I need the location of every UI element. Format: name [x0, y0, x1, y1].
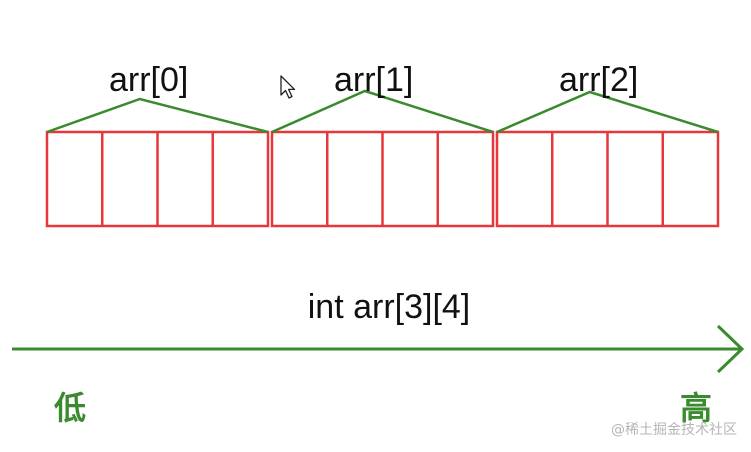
declaration-label: int arr[3][4] [308, 288, 471, 326]
group-brace [496, 90, 719, 134]
watermark: @稀土掘金技术社区 [611, 422, 737, 438]
mouse-pointer-icon [280, 75, 296, 99]
address-axis [12, 324, 745, 374]
array-group: arr[1] [270, 61, 495, 228]
low-address-label: 低 [54, 389, 86, 427]
group-brace [271, 89, 494, 134]
array-groups: arr[0] arr[1] arr[2] [45, 61, 720, 228]
group-label: arr[2] [559, 61, 638, 99]
group-label: arr[0] [109, 61, 188, 99]
array-group: arr[2] [495, 61, 720, 228]
high-address-label: 高 [680, 389, 712, 427]
axis-arrowhead-icon [716, 324, 745, 374]
group-brace [46, 97, 269, 134]
group-label: arr[1] [334, 61, 413, 99]
array-group: arr[0] [45, 61, 270, 228]
